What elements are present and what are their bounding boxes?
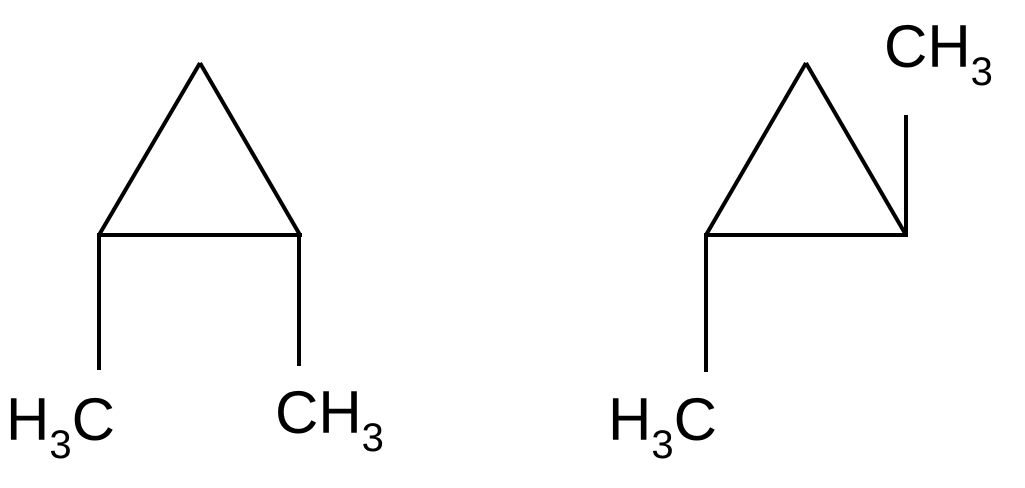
methyl-label-right: CH3 [275, 379, 384, 460]
ring-bond-left [704, 61, 808, 237]
molecule-trans: CH3 H3C [608, 13, 993, 467]
molecule-cis: H3C CH3 [6, 61, 384, 467]
methyl-label-left: H3C [608, 386, 717, 467]
ring-bond-right [804, 61, 908, 237]
ring-bond-right [198, 61, 302, 237]
ring-bond-left [97, 61, 202, 237]
methyl-label-top: CH3 [884, 13, 993, 94]
methyl-label-left: H3C [6, 386, 115, 467]
